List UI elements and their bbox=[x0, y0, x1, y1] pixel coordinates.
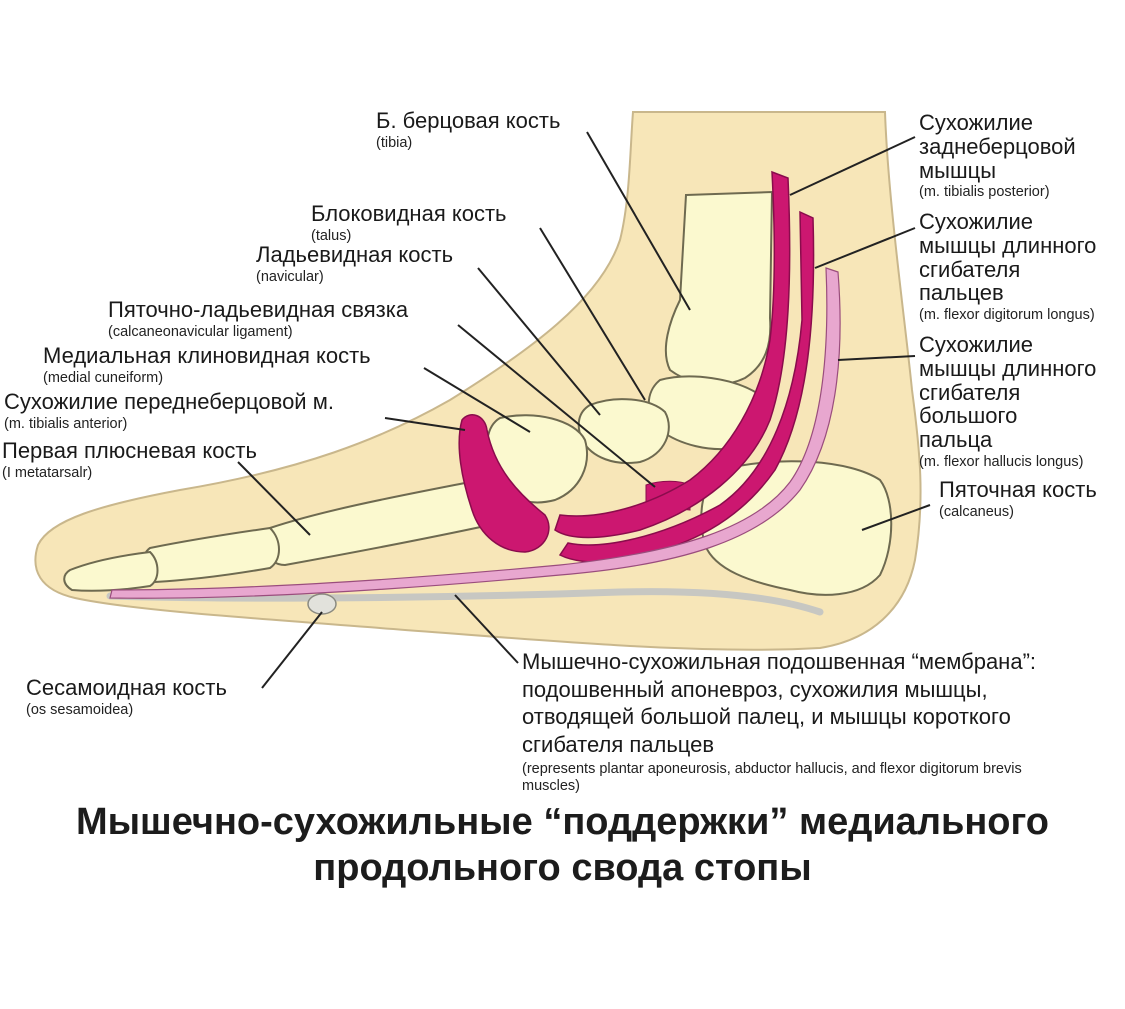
label-metatarsal-ru: Первая плюсневая кость bbox=[2, 438, 257, 463]
label-tibia: Б. берцовая кость (tibia) bbox=[376, 109, 560, 151]
label-metatarsal: Первая плюсневая кость (I metatarsalr) bbox=[2, 439, 257, 481]
title-line-2: продольного свода стопы bbox=[313, 846, 812, 889]
label-flexor-hallucis-longus-en: (m. flexor hallucis longus) bbox=[919, 453, 1084, 470]
label-tibialis-anterior-en: (m. tibialis anterior) bbox=[4, 415, 128, 432]
label-tibialis-posterior-ru: Сухожилие заднеберцовой мышцы bbox=[919, 110, 1076, 183]
label-flexor-hallucis-longus-ru: Сухожилие мышцы длинного сгибателя больш… bbox=[919, 332, 1097, 452]
leader-lines bbox=[237, 131, 931, 689]
diagram-title: Мышечно-сухожильные “поддержки” медиальн… bbox=[0, 800, 1125, 891]
label-sesamoid: Сесамоидная кость (os sesamoidea) bbox=[26, 676, 227, 718]
label-navicular-ru: Ладьевидная кость bbox=[256, 242, 454, 267]
label-metatarsal-en: (I metatarsalr) bbox=[2, 464, 93, 481]
label-plantar-membrane: Мышечно-сухожильная подошвенная “мембран… bbox=[522, 648, 1036, 796]
label-flexor-digitorum-longus: Сухожилие мышцы длинного сгибателя пальц… bbox=[919, 210, 1096, 324]
label-flexor-digitorum-longus-en: (m. flexor digitorum longus) bbox=[919, 307, 1095, 323]
label-tibia-en: (tibia) bbox=[376, 134, 413, 151]
tibialis-posterior-tendon bbox=[554, 170, 791, 539]
label-calcaneus-ru: Пяточная кость bbox=[939, 477, 1097, 502]
label-talus: Блоковидная кость (talus) bbox=[311, 202, 507, 244]
title-line-1: Мышечно-сухожильные “поддержки” медиальн… bbox=[75, 801, 1050, 843]
label-plantar-membrane-en: (represents plantar aponeurosis, abducto… bbox=[522, 761, 1022, 795]
sesamoid-bone bbox=[307, 593, 337, 615]
tibialis-anterior-tendon bbox=[458, 414, 550, 553]
label-navicular: Ладьевидная кость (navicular) bbox=[256, 243, 453, 285]
label-flexor-hallucis-longus: Сухожилие мышцы длинного сгибателя больш… bbox=[919, 333, 1096, 470]
label-sesamoid-en: (os sesamoidea) bbox=[26, 701, 134, 718]
distal-phalanx-bone bbox=[63, 550, 159, 592]
plantar-membrane bbox=[106, 588, 824, 616]
label-calcaneus-en: (calcaneus) bbox=[939, 503, 1014, 520]
label-talus-en: (talus) bbox=[311, 227, 352, 244]
label-calcaneus: Пяточная кость (calcaneus) bbox=[939, 478, 1097, 520]
label-talus-ru: Блоковидная кость bbox=[311, 201, 507, 226]
label-tibialis-anterior-ru: Сухожилие переднеберцовой м. bbox=[4, 389, 334, 414]
label-calcaneonavicular: Пяточно-ладьевидная связка (calcaneonavi… bbox=[108, 298, 408, 340]
label-tibialis-anterior: Сухожилие переднеберцовой м. (m. tibiali… bbox=[4, 390, 334, 432]
label-cuneiform-en: (medial cuneiform) bbox=[43, 369, 164, 386]
label-sesamoid-ru: Сесамоидная кость bbox=[26, 675, 227, 700]
label-cuneiform-ru: Медиальная клиновидная кость bbox=[43, 343, 371, 368]
flexor-hallucis-longus-tendon bbox=[109, 267, 841, 599]
label-flexor-digitorum-longus-ru: Сухожилие мышцы длинного сгибателя пальц… bbox=[919, 209, 1097, 306]
label-plantar-membrane-ru: Мышечно-сухожильная подошвенная “мембран… bbox=[522, 649, 1037, 757]
label-calcaneonavicular-ru: Пяточно-ладьевидная связка bbox=[108, 297, 409, 322]
label-calcaneonavicular-en: (calcaneonavicular ligament) bbox=[108, 323, 293, 340]
label-tibialis-posterior: Сухожилие заднеберцовой мышцы (m. tibial… bbox=[919, 111, 1076, 201]
label-tibialis-posterior-en: (m. tibialis posterior) bbox=[919, 184, 1050, 201]
label-cuneiform: Медиальная клиновидная кость (medial cun… bbox=[43, 344, 371, 386]
label-tibia-ru: Б. берцовая кость bbox=[376, 108, 561, 133]
label-navicular-en: (navicular) bbox=[256, 268, 324, 285]
